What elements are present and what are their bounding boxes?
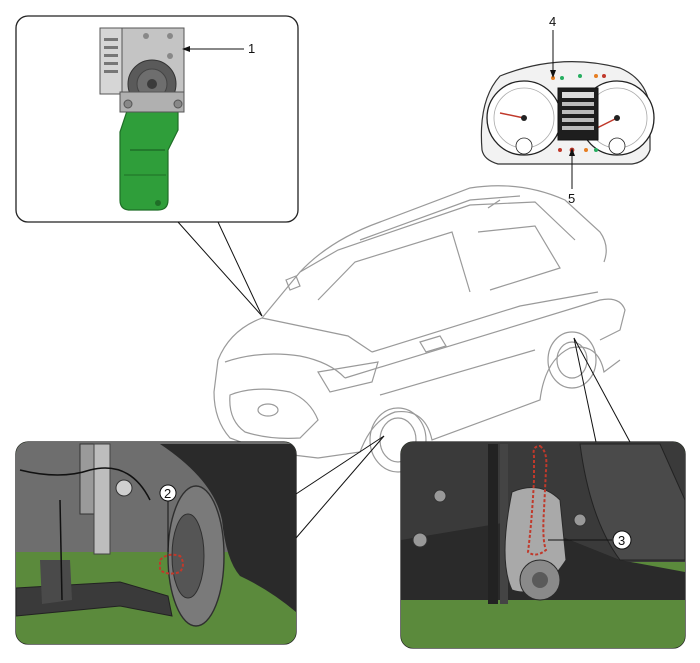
rear-wheel-sensor-panel: 3 <box>400 441 686 649</box>
panel-3-connector <box>573 337 631 443</box>
panel-2-connector <box>295 435 385 539</box>
callout-4-label: 4 <box>549 14 556 29</box>
callout-5-label: 5 <box>568 191 575 206</box>
panel-1-connector <box>177 221 263 317</box>
callout-3-label: 3 <box>618 533 625 548</box>
instrument-cluster: 4 5 <box>480 14 655 206</box>
front-wheel-sensor-panel: 2 <box>15 441 297 645</box>
callout-1-label: 1 <box>248 41 255 56</box>
callout-2-label: 2 <box>164 486 171 501</box>
abs-module-panel: 1 <box>15 15 299 223</box>
vehicle-illustration <box>213 185 626 473</box>
